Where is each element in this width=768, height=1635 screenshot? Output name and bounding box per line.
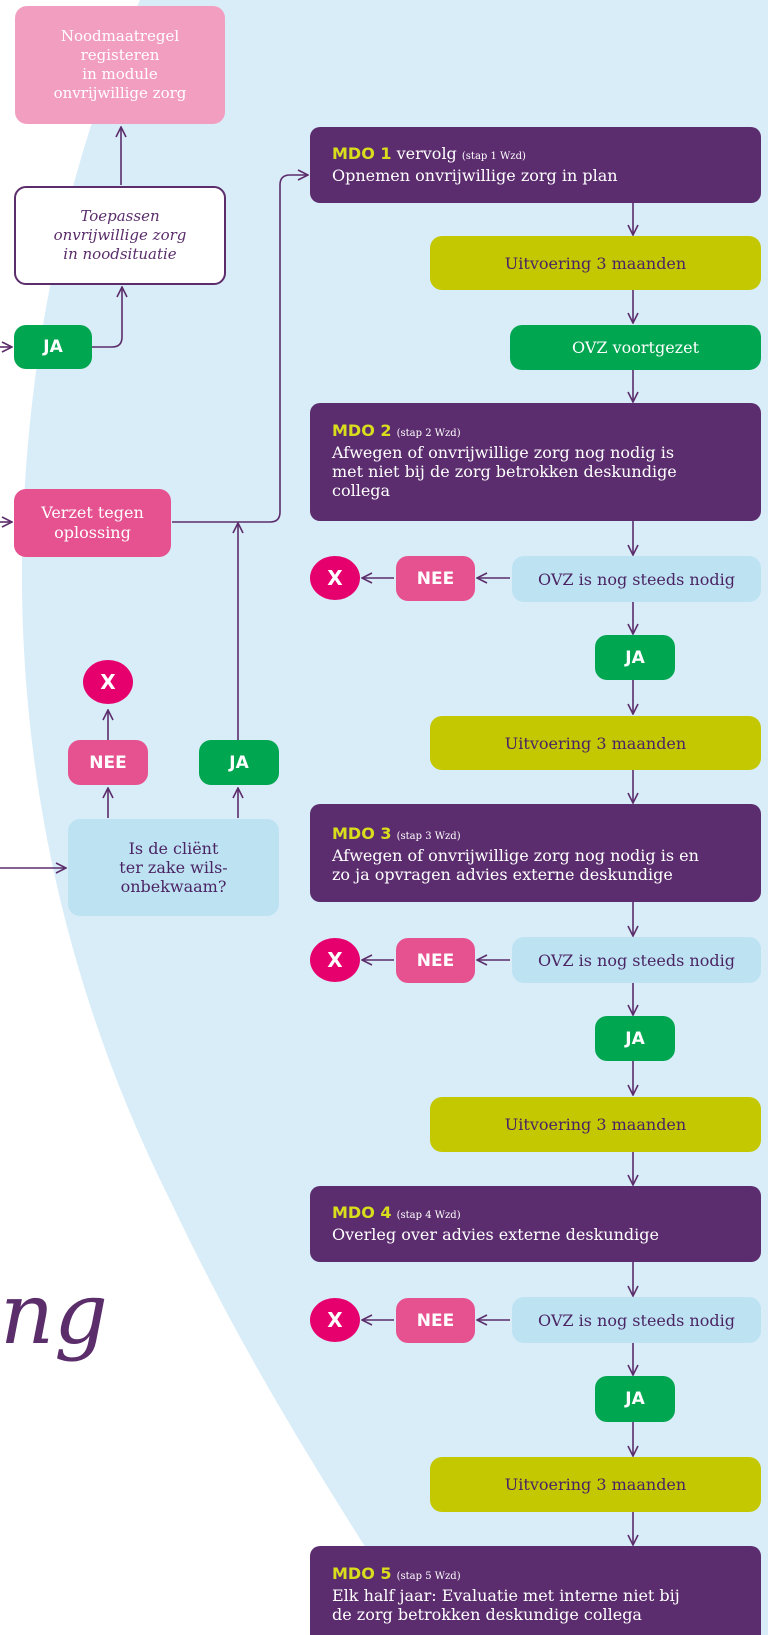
toepassen-line-2: onvrijwillige zorg (53, 226, 187, 244)
ja-box-1: JA (595, 635, 675, 680)
mdo2-desc-2: met niet bij de zorg betrokken deskundig… (332, 462, 677, 481)
nee-box-left: NEE (68, 740, 148, 785)
mdo2-step: (stap 2 Wzd) (396, 428, 461, 439)
nee-box-2: NEE (396, 938, 475, 983)
mdo3-title: MDO 3 (332, 824, 392, 843)
uitvoering-box-2: Uitvoering 3 maanden (430, 716, 761, 770)
mdo2-desc-3: collega (332, 481, 391, 500)
toepassen-line-3: in noodsituatie (63, 245, 177, 263)
mdo4-step: (stap 4 Wzd) (396, 1210, 461, 1221)
mdo5-desc-2: de zorg betrokken deskundige collega (332, 1605, 642, 1624)
mdo2-title: MDO 2 (332, 421, 392, 440)
uitvoering-box-1: Uitvoering 3 maanden (430, 236, 761, 290)
mdo4-title: MDO 4 (332, 1203, 392, 1222)
mdo4-desc-1: Overleg over advies externe deskundige (332, 1225, 659, 1244)
mdo2-box: MDO 2 (stap 2 Wzd) Afwegen of onvrijwill… (310, 403, 761, 521)
mdo3-box: MDO 3 (stap 3 Wzd) Afwegen of onvrijwill… (310, 804, 761, 902)
ja-box-3: JA (595, 1376, 675, 1422)
stop-x-1: X (310, 556, 360, 600)
mdo1-step: (stap 1 Wzd) (461, 151, 526, 162)
ovz-voortgezet-box: OVZ voortgezet (510, 325, 761, 370)
verzet-box: Verzet tegen oplossing (14, 489, 171, 557)
mdo5-title: MDO 5 (332, 1564, 392, 1583)
verzet-line-2: oplossing (54, 523, 131, 542)
wils-line-2: ter zake wils- (119, 858, 228, 877)
ja-box-top: JA (14, 325, 92, 369)
mdo2-desc-1: Afwegen of onvrijwillige zorg nog nodig … (332, 443, 675, 462)
mdo1-title: MDO 1 (332, 144, 392, 163)
verzet-line-1: Verzet tegen (41, 503, 144, 522)
wilsonbekwaam-box: Is de cliënt ter zake wils- onbekwaam? (68, 819, 279, 916)
partial-title-text: ng (0, 1265, 108, 1363)
noodmaatregel-box: Noodmaatregel registeren in module onvri… (15, 6, 225, 124)
ovz-nodig-box-2: OVZ is nog steeds nodig (512, 937, 761, 983)
toepassen-line-1: Toepassen (80, 207, 160, 225)
nee-box-3: NEE (396, 1298, 475, 1343)
uitvoering-box-4: Uitvoering 3 maanden (430, 1457, 761, 1512)
stop-x-2: X (310, 938, 360, 982)
mdo1-box: MDO 1 vervolg (stap 1 Wzd) Opnemen onvri… (310, 127, 761, 203)
mdo3-desc-1: Afwegen of onvrijwillige zorg nog nodig … (332, 846, 699, 865)
mdo1-title-suffix: vervolg (396, 144, 457, 163)
mdo5-step: (stap 5 Wzd) (396, 1571, 461, 1582)
noodmaatregel-line-1: Noodmaatregel (60, 27, 180, 45)
noodmaatregel-line-2: registeren (80, 46, 160, 64)
toepassen-box: Toepassen onvrijwillige zorg in noodsitu… (14, 186, 226, 285)
arrow-ja-to-toepassen (92, 287, 122, 348)
mdo5-box: MDO 5 (stap 5 Wzd) Elk half jaar: Evalua… (310, 1546, 761, 1635)
mdo5-desc-1: Elk half jaar: Evaluatie met interne nie… (332, 1586, 680, 1605)
mdo4-box: MDO 4 (stap 4 Wzd) Overleg over advies e… (310, 1186, 761, 1262)
wils-line-3: onbekwaam? (120, 877, 227, 896)
mdo1-desc: Opnemen onvrijwillige zorg in plan (332, 166, 618, 185)
uitvoering-box-3: Uitvoering 3 maanden (430, 1097, 761, 1152)
mdo3-step: (stap 3 Wzd) (396, 831, 461, 842)
ja-box-2: JA (595, 1016, 675, 1061)
mdo3-desc-2: zo ja opvragen advies externe deskundige (332, 865, 673, 884)
ovz-nodig-box-3: OVZ is nog steeds nodig (512, 1297, 761, 1343)
stop-x-3: X (310, 1298, 360, 1342)
stop-x-left: X (83, 660, 133, 704)
noodmaatregel-line-3: in module (82, 65, 158, 83)
noodmaatregel-line-4: onvrijwillige zorg (53, 84, 187, 102)
ovz-nodig-box-1: OVZ is nog steeds nodig (512, 556, 761, 602)
ja-box-mid: JA (199, 740, 279, 785)
nee-box-1: NEE (396, 556, 475, 601)
arrow-verzet-to-mdo1 (172, 175, 308, 523)
wils-line-1: Is de cliënt (128, 839, 219, 858)
